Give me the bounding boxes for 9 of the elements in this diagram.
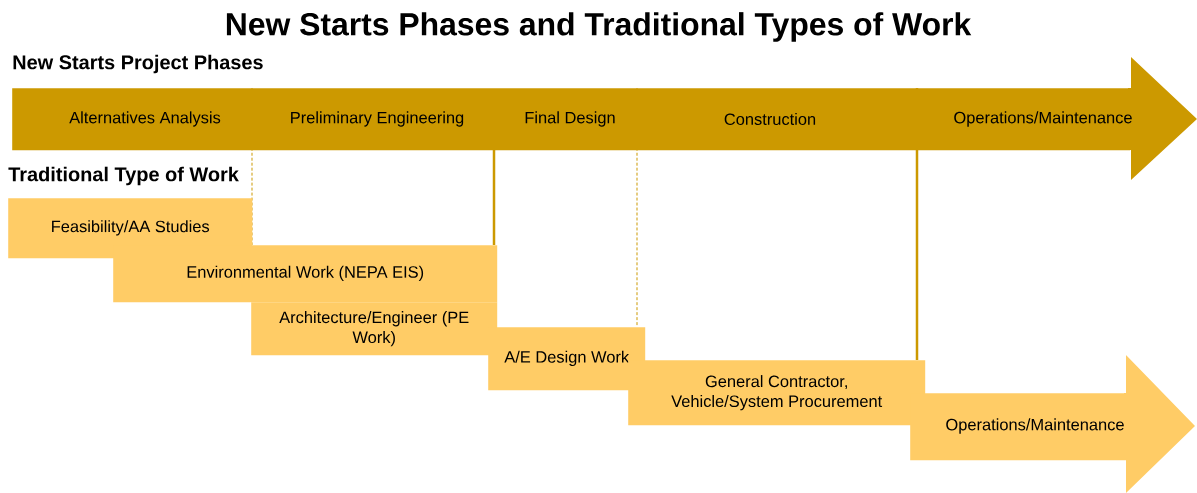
node-label: Architecture/Engineer (PE Work): [279, 311, 469, 347]
work-box: A/E Design Work: [488, 327, 646, 391]
node-label: Feasibility/AA Studies: [52, 220, 210, 236]
work-box: Environmental Work (NEPA EIS): [113, 245, 498, 303]
work-box: General Contractor, Vehicle/System Procurement: [628, 360, 926, 426]
work-box: Architecture/Engineer (PE Work): [251, 302, 498, 356]
title: New Starts Phases and Traditional Types of Work: [226, 12, 972, 42]
section-heading: New Starts Project Phases: [13, 54, 263, 74]
node-label: Environmental Work (NEPA EIS): [187, 265, 424, 282]
